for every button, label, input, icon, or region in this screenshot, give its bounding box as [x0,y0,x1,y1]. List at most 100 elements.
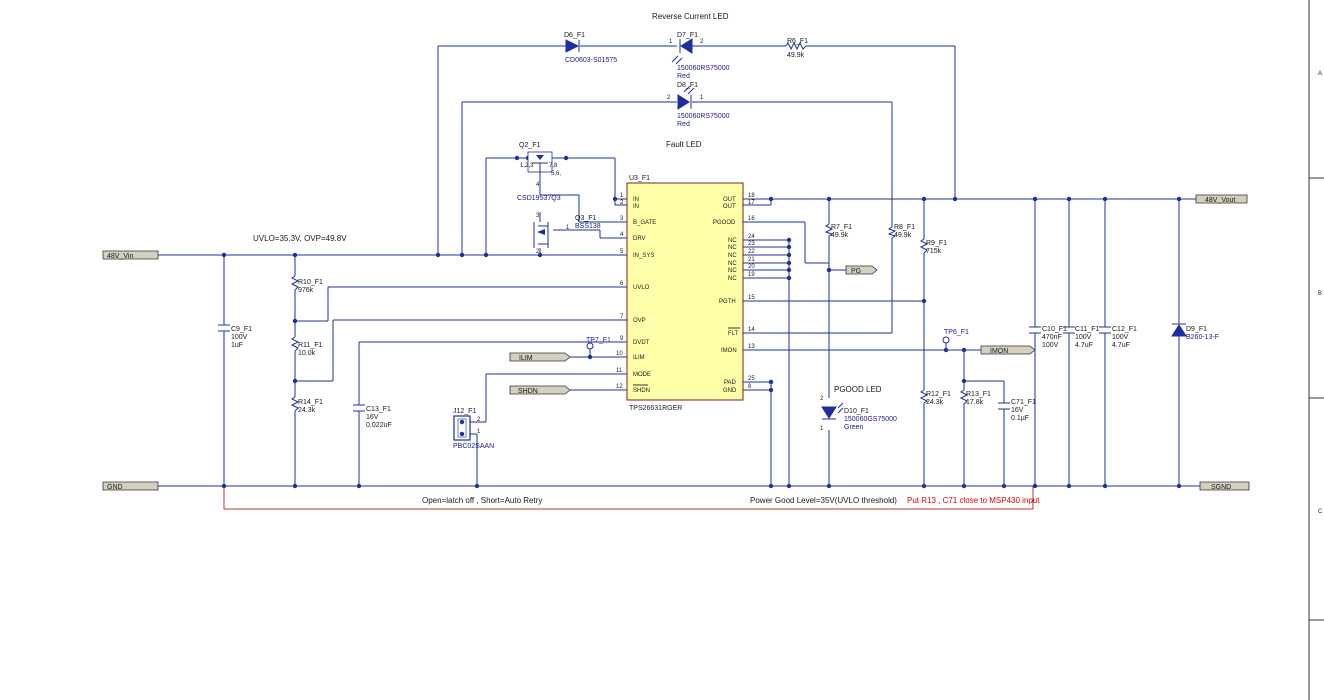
tp7-ref: TP7_F1 [586,337,611,344]
resistor-r13: R13_F1 17.8k [959,389,991,406]
c9-voltage: 100V [231,334,248,341]
d10-value: 150060GS75000 [844,416,897,423]
pg-level-note: Power Good Level=35V(UVLO threshold) [750,496,897,505]
c71-value: 0.1µF [1011,415,1029,422]
u3-pin-num: 2 [620,200,624,206]
u3-pin-num: 10 [616,351,623,357]
u3-pin-num: 4 [620,232,624,238]
c71-voltage: 16V [1011,407,1024,414]
r11-ref: R11_F1 [298,342,322,349]
port-ilim-label: ILIM [519,355,533,362]
r13-placement-note: Put R13 , C71 close to MSP430 input [907,496,1040,505]
connector-j12: J12_F1 2 1 PBC02SAAN [453,408,494,450]
c10-ref: C10_F1 [1042,326,1067,333]
c9-ref: C9_F1 [231,326,252,333]
d10-pin: 1 [820,426,824,432]
r14-value: 24.3k [298,407,316,414]
latch-note: Open=latch off , Short=Auto Retry [422,496,542,505]
resistor-r10: R10_F1 976k [290,275,323,294]
d10-pin: 2 [820,396,824,402]
port-gnd-label: GND [107,484,123,491]
border-zone-a: A [1318,71,1322,77]
u3-pin-name: NC [728,261,737,267]
u3-pin-num: 16 [748,216,755,222]
c11-ref: C11_F1 [1075,326,1099,333]
r13-ref: R13_F1 [966,391,991,398]
u3-pin-name: ILIM [633,355,645,361]
resistor-r14: R14_F1 24.3k [290,396,323,414]
u3-pin-num: 7 [620,314,624,320]
port-vin: 48V_Vin [102,250,159,260]
c13-value: 0.022uF [366,422,392,429]
u3-pin-num: 3 [620,216,624,222]
border-zone-c: C [1318,509,1323,515]
q2-pins: 7,8 [549,163,558,169]
wires [158,45,1200,487]
led-d10: 2 1 D10_F1 150060GS75000 Green [820,396,897,432]
d7-color: Red [677,73,690,80]
d7-pin: 2 [700,39,704,45]
u3-pin-name: PGTH [719,299,736,305]
u3-pin-name: NC [728,276,737,282]
d7-ref: D7_F1 [677,32,698,39]
r9-ref: R9_F1 [926,240,947,247]
r6-ref: R6_F1 [787,38,808,45]
diode-d9: D9_F1 B260-13-F [1171,323,1219,341]
d6-ref: D6_F1 [564,32,585,39]
u3-pin-name: IN [633,204,639,210]
capacitor-c9: C9_F1 100V 1uF [218,324,252,349]
c13-ref: C13_F1 [366,406,391,413]
port-sgnd: SGND [1199,481,1250,491]
capacitor-c11: C11_F1 100V 4.7uF [1063,326,1099,349]
u3-pin-name: NC [728,268,737,274]
u3-pin-name: NC [728,245,737,251]
c12-voltage: 100V [1112,334,1129,341]
u3-pin-name: UVLO [633,285,650,291]
q3-pin: 1 [566,225,570,231]
d8-ref: D8_F1 [677,82,698,89]
annotations: Reverse Current LED Fault LED PGOOD LED … [253,12,1040,505]
r7-ref: R7_F1 [831,224,852,231]
u3-pin-name: NC [728,253,737,259]
port-vout: 48V_Vout [1195,194,1248,204]
u3-left-pins: 1 IN 2 IN 3 B_GATE 4 DRV 5 IN_SYS 6 UVLO… [616,193,656,394]
d9-value: B260-13-F [1186,334,1219,341]
u3-pin-name: PGOOD [713,220,736,226]
u3-pin-num: 19 [748,272,755,278]
resistor-r9: R9_F1 715k [919,238,947,255]
resistor-r11: R11_F1 10.0k [290,336,322,357]
r14-ref: R14_F1 [298,399,323,406]
c11-voltage: 100V [1075,334,1092,341]
u3-pin-num: 12 [616,384,623,390]
port-gnd: GND [102,481,159,491]
q2-value: CSD19537Q3 [517,195,561,202]
j12-value: PBC02SAAN [453,443,494,450]
port-imon-label: IMON [990,348,1008,355]
q2-ref: Q2_F1 [519,142,541,149]
u3-pin-num: 22 [748,249,755,255]
u3-pin-name: SHDN [633,388,650,394]
capacitor-c71: C71_F1 16V 0.1µF [998,399,1036,422]
port-imon: IMON [980,345,1036,355]
u3-pin-num: 13 [748,344,755,350]
u3-pin-name: IMON [721,348,737,354]
diode-d6: D6_F1 CD0603-S01575 [564,32,617,64]
tp6-ref: TP6_F1 [944,329,969,336]
q3-pin: 3 [536,213,540,219]
capacitor-c13: C13_F1 16V 0.022uF [353,404,392,429]
r7-value: 49.9k [831,232,849,239]
u3-pin-name: FLT [728,331,739,337]
j12-pin: 1 [477,429,481,435]
u3-pin-num: 9 [620,336,624,342]
c12-ref: C12_F1 [1112,326,1137,333]
d8-value: 150060RS75000 [677,113,730,120]
c12-value: 4.7uF [1112,342,1130,349]
d6-value: CD0603-S01575 [565,57,617,64]
led-d7: D7_F1 1 2 150060RS75000 Red [669,32,730,80]
r11-value: 10.0k [298,350,316,357]
c13-voltage: 16V [366,414,379,421]
u3-pin-name: MODE [633,372,651,378]
resistor-r7: R7_F1 49.9k [824,223,852,239]
c11-value: 4.7uF [1075,342,1093,349]
